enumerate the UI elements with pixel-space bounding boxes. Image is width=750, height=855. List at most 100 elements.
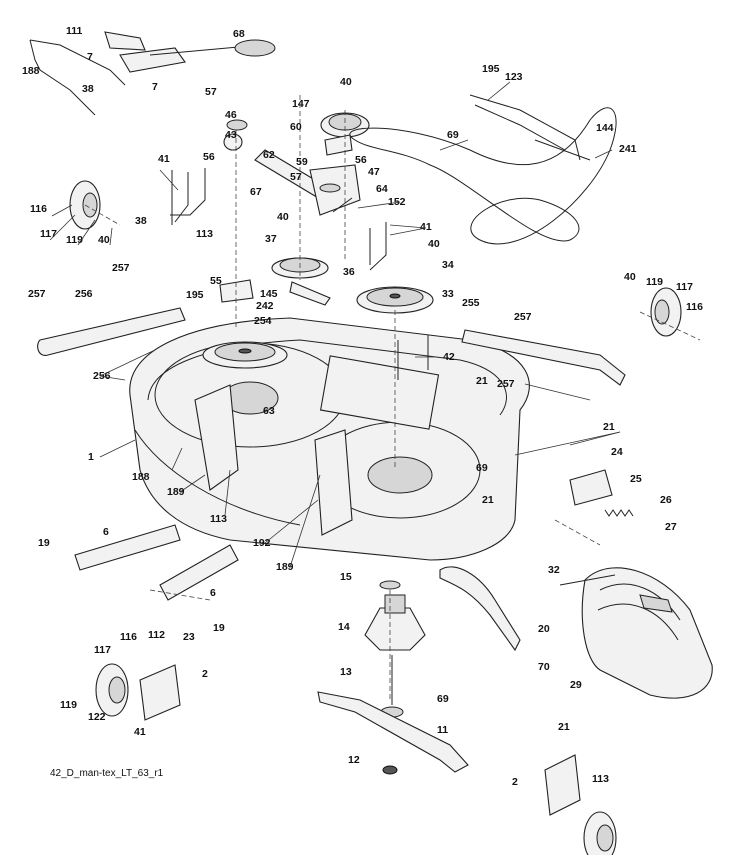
callout-12: 12 [348,754,360,766]
callout-64: 67 [250,186,262,198]
idler-assembly [223,119,361,306]
bracket-47 [219,279,254,303]
callout-20: 20 [538,623,550,635]
callout-15: 15 [340,571,352,583]
callout-57: 59 [296,156,308,168]
callout-69: 69 [476,462,488,474]
lift-linkage [29,31,276,116]
callout-23: 24 [611,446,623,458]
callout-41: 41 [420,221,432,233]
callout-117: 117 [676,281,693,293]
callout-117: 117 [40,228,57,240]
callout-113: 116 [120,631,137,643]
callout-46: 47 [368,166,380,178]
callout-116: 116 [30,203,47,215]
callout-11: 11 [437,724,448,736]
callout-21: 21 [603,421,615,433]
gauge-wheel-right-top [650,287,682,337]
callout-14: 14 [338,621,350,633]
callout-113: 113 [196,228,213,240]
gauge-wheel-right-bottom [544,754,617,855]
callout-119: 119 [646,276,663,288]
callout-38: 38 [135,215,147,227]
callout-40: 40 [277,211,289,223]
callout-29: 32 [548,564,560,576]
callout-111: 112 [148,629,165,641]
callout-152: 188 [22,65,40,77]
spring-24 [604,509,634,517]
callout-38: 40 [428,238,440,250]
callout-68: 69 [447,129,459,141]
pulley-145 [320,112,370,138]
callout-256: 257 [497,378,515,390]
callout-55: 56 [355,154,367,166]
callout-2: 2 [202,668,208,680]
callout-147: 152 [388,196,406,208]
bracket-189-right [314,429,353,536]
callout-117: 119 [60,699,77,711]
callout-7: 7 [152,81,158,93]
hanger-6-left [74,524,181,571]
callout-21: 21 [558,721,570,733]
callout-27: 29 [570,679,582,691]
callout-255: 256 [75,288,93,300]
callout-144: 145 [260,288,278,300]
hanger-6-right [159,544,239,601]
spindle-14 [364,580,426,651]
callout-56: 56 [203,151,215,163]
callout-36: 37 [265,233,277,245]
callout-41: 41 [158,153,170,165]
bracket-23 [569,469,613,506]
bracket-122 [469,94,581,161]
callout-7: 7 [87,51,93,63]
callout-63: 64 [376,183,388,195]
callout-19: 19 [213,622,225,634]
callout-32: 33 [442,288,454,300]
callout-122: 123 [505,71,523,83]
diagram-caption: 42_D_man-tex_LT_63_r1 [50,768,164,779]
callout-188: 188 [132,471,150,483]
callout-19: 19 [38,537,50,549]
discharge-chute-27 [581,567,713,699]
callout-67: 68 [233,28,245,40]
callout-70: 111 [66,25,83,37]
callout-119: 122 [88,711,106,723]
stabilizer-255 [37,307,186,356]
deflector-arm-20 [439,566,521,652]
callout-42: 43 [225,129,237,141]
callout-57: 57 [205,86,217,98]
callout-119: 119 [66,234,83,246]
gauge-wheel-left-bottom [95,663,181,721]
callout-47: 55 [210,275,222,287]
callout-13: 13 [340,666,352,678]
callout-257: 257 [514,311,532,323]
stabilizer-254 [461,329,626,386]
callout-1: 1 [88,451,94,463]
callout-188: 189 [276,561,294,573]
callout-34: 36 [343,266,355,278]
callout-241: 242 [256,300,274,312]
rod-29 [559,574,616,586]
callout-41: 42 [443,351,455,363]
callout-192: 195 [186,289,204,301]
callout-145: 147 [292,98,310,110]
callout-59: 60 [290,121,302,133]
nut-12 [382,765,398,775]
callout-189: 192 [253,537,271,549]
callout-25: 26 [660,494,672,506]
callout-40: 41 [134,726,146,738]
callout-21: 21 [482,494,494,506]
callout-242: 254 [254,315,272,327]
callout-195: 195 [482,63,500,75]
callout-21: 21 [476,375,488,387]
callout-69: 69 [437,693,449,705]
callout-56: 57 [290,171,302,183]
callout-40: 40 [98,234,110,246]
callout-labels: 1 2 2 6 6 7 7 11 12 13 14 15 19 19 20 21… [22,25,703,788]
callout-116: 117 [94,644,111,656]
callout-257: 257 [28,288,46,300]
callout-254: 255 [462,297,480,309]
callout-60: 62 [263,149,275,161]
callout-189: 189 [167,486,185,498]
